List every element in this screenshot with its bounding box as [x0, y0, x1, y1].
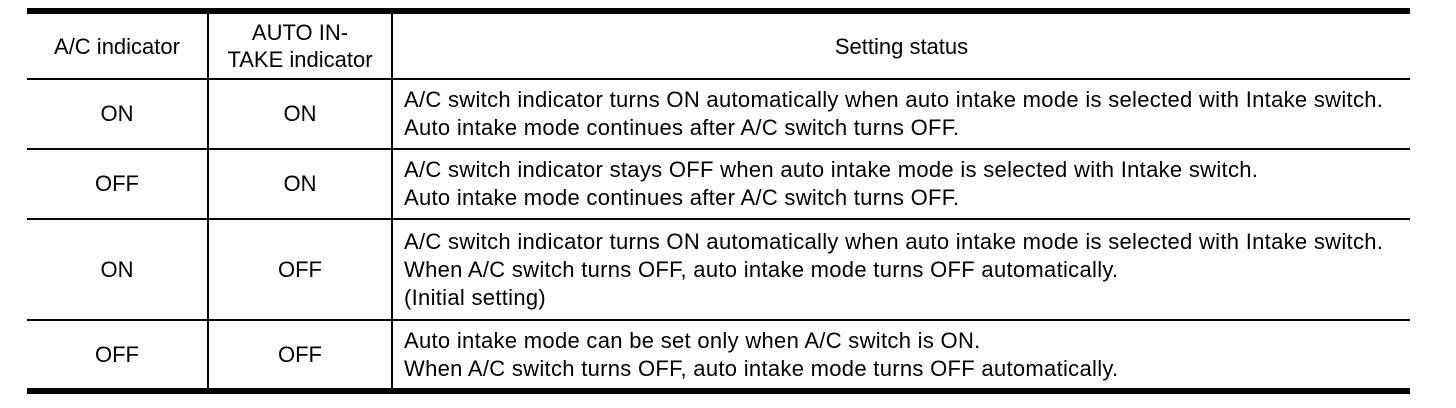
status-line: Auto intake mode can be set only when A/… [404, 327, 981, 353]
status-line: Auto intake mode continues after A/C swi… [404, 115, 960, 140]
cell-ac-indicator: OFF [27, 320, 209, 391]
table-header-row: A/C indicator AUTO IN- TAKE indicator Se… [27, 11, 1410, 80]
cell-auto-intake-indicator: ON [208, 149, 393, 220]
cell-setting-status: A/C switch indicator turns ON automatica… [392, 79, 1410, 150]
status-line: When A/C switch turns OFF, auto intake m… [404, 256, 1119, 282]
status-line: (Initial setting) [404, 284, 547, 310]
table-row: OFF ON A/C switch indicator stays OFF wh… [27, 149, 1410, 220]
table-row: ON OFF A/C switch indicator turns ON aut… [27, 219, 1410, 321]
header-ac-indicator: A/C indicator [27, 11, 209, 80]
cell-ac-indicator: ON [27, 219, 209, 321]
cell-ac-indicator: OFF [27, 149, 209, 220]
status-line: When A/C switch turns OFF, auto intake m… [404, 355, 1119, 381]
cell-setting-status: Auto intake mode can be set only when A/… [392, 320, 1410, 391]
header-setting-status: Setting status [392, 11, 1410, 80]
status-line: A/C switch indicator turns ON automatica… [404, 87, 1384, 112]
indicator-settings-table: A/C indicator AUTO IN- TAKE indicator Se… [27, 8, 1410, 394]
header-auto-intake-indicator: AUTO IN- TAKE indicator [208, 11, 393, 80]
cell-setting-status: A/C switch indicator stays OFF when auto… [392, 149, 1410, 220]
header-label: A/C indicator [54, 33, 180, 59]
header-label: Setting status [834, 33, 969, 59]
status-line: Auto intake mode continues after A/C swi… [404, 185, 960, 210]
cell-auto-intake-indicator: ON [208, 79, 393, 150]
cell-auto-intake-indicator: OFF [208, 219, 393, 321]
header-label-line: TAKE indicator [227, 47, 373, 72]
status-line: A/C switch indicator turns ON automatica… [404, 228, 1384, 254]
cell-setting-status: A/C switch indicator turns ON automatica… [392, 219, 1410, 321]
status-line: A/C switch indicator stays OFF when auto… [404, 157, 1259, 182]
table-row: ON ON A/C switch indicator turns ON auto… [27, 79, 1410, 150]
cell-ac-indicator: ON [27, 79, 209, 150]
table-row: OFF OFF Auto intake mode can be set only… [27, 320, 1410, 391]
cell-auto-intake-indicator: OFF [208, 320, 393, 391]
header-label-line: AUTO IN- [251, 20, 349, 45]
